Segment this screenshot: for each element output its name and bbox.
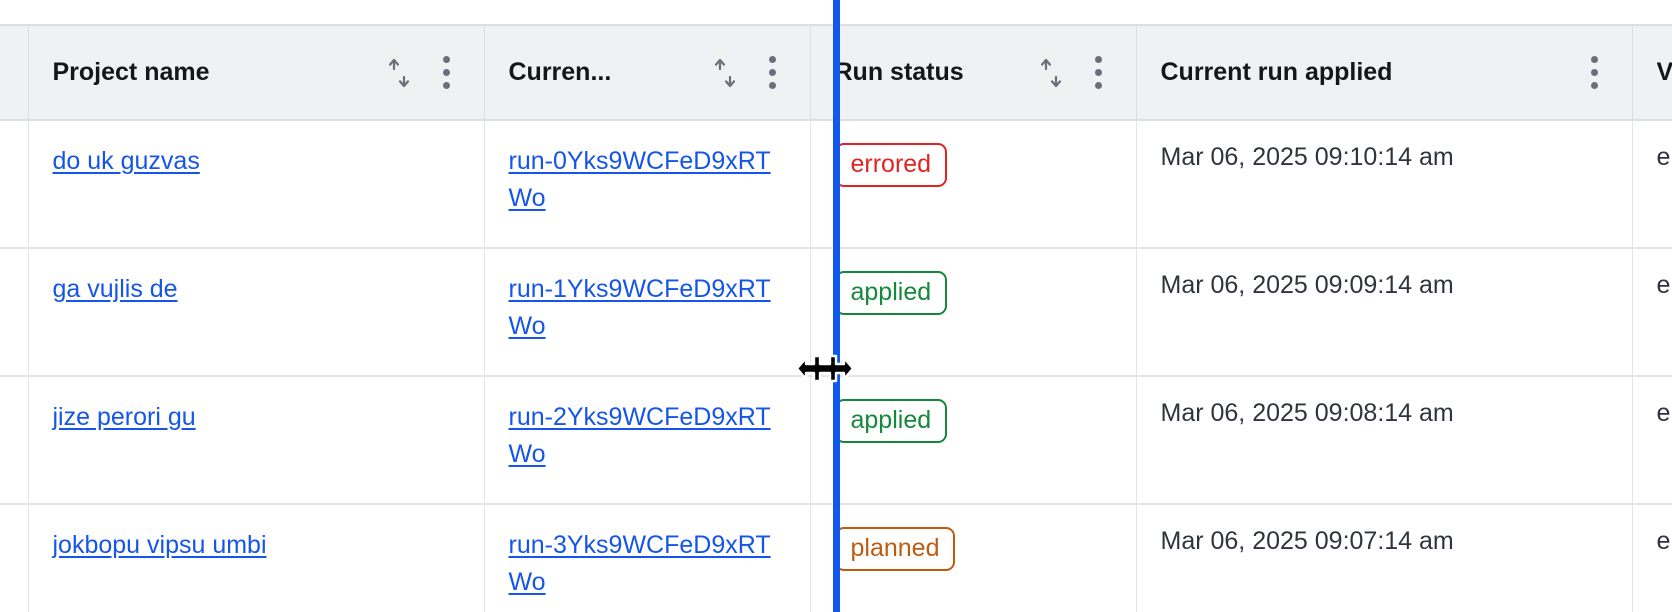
cell-project-name: jokbopu vipsu umbi [28,504,485,612]
row-select-cell [0,248,29,377]
vcs-text: e [1656,399,1671,427]
column-header-vcs-label: V [1656,58,1672,86]
project-name-link[interactable]: do uk guzvas [52,147,200,175]
column-header-run-status-label: Run status [834,58,964,86]
current-run-applied-text: Mar 06, 2025 09:10:14 am [1160,143,1454,171]
cell-run-status: applied [810,248,1137,377]
project-name-link[interactable]: ga vujlis de [52,275,178,303]
projects-table: Project name [0,24,1672,612]
column-header-project-name-tools [386,56,460,90]
column-header-run-status-tools [1038,56,1112,90]
current-run-link[interactable]: run-0Yks9WCFeD9xRTWo [508,147,771,212]
table-body: do uk guzvas run-0Yks9WCFeD9xRTWo errore… [0,120,1672,612]
row-select-cell [0,376,29,505]
column-header-current-run-label: Curren... [508,58,612,86]
sort-icon[interactable] [712,56,738,90]
current-run-applied-text: Mar 06, 2025 09:08:14 am [1160,399,1454,427]
column-header-current-run-applied-label: Current run applied [1160,58,1393,86]
vcs-text: e [1656,143,1671,171]
status-badge: planned [834,527,956,571]
table-row[interactable]: ga vujlis de run-1Yks9WCFeD9xRTWo applie… [0,248,1672,377]
cell-run-status: planned [810,504,1137,612]
cell-current-run: run-1Yks9WCFeD9xRTWo [484,248,811,377]
cell-project-name: ga vujlis de [28,248,485,377]
project-name-link[interactable]: jokbopu vipsu umbi [52,531,267,559]
column-header-vcs[interactable]: V [1632,24,1672,121]
column-header-current-run-applied-tools [1582,56,1608,90]
row-select-cell [0,120,29,249]
current-run-link[interactable]: run-2Yks9WCFeD9xRTWo [508,403,771,468]
current-run-applied-text: Mar 06, 2025 09:07:14 am [1160,527,1454,555]
column-header-project-name-label: Project name [52,58,210,86]
data-table-container: Project name [0,24,1672,612]
cell-current-run-applied: Mar 06, 2025 09:07:14 am [1136,504,1633,612]
status-badge: errored [834,143,948,187]
status-badge: applied [834,399,948,443]
cell-project-name: jize perori gu [28,376,485,505]
cell-current-run-applied: Mar 06, 2025 09:10:14 am [1136,120,1633,249]
column-header-current-run-tools [712,56,786,90]
column-header-current-run[interactable]: Curren... [484,24,811,121]
current-run-applied-text: Mar 06, 2025 09:09:14 am [1160,271,1454,299]
table-row[interactable]: jokbopu vipsu umbi run-3Yks9WCFeD9xRTWo … [0,504,1672,612]
table-row[interactable]: jize perori gu run-2Yks9WCFeD9xRTWo appl… [0,376,1672,505]
cell-current-run-applied: Mar 06, 2025 09:09:14 am [1136,248,1633,377]
current-run-link[interactable]: run-3Yks9WCFeD9xRTWo [508,531,771,596]
sort-icon[interactable] [1038,56,1064,90]
row-select-cell [0,504,29,612]
column-header-select [0,24,29,121]
column-header-current-run-applied[interactable]: Current run applied [1136,24,1633,121]
kebab-menu-icon[interactable] [434,56,460,90]
cell-current-run-applied: Mar 06, 2025 09:08:14 am [1136,376,1633,505]
project-name-link[interactable]: jize perori gu [52,403,196,431]
table-row[interactable]: do uk guzvas run-0Yks9WCFeD9xRTWo errore… [0,120,1672,249]
cell-run-status: applied [810,376,1137,505]
status-badge: applied [834,271,948,315]
kebab-menu-icon[interactable] [760,56,786,90]
cell-current-run: run-0Yks9WCFeD9xRTWo [484,120,811,249]
vcs-text: e [1656,271,1671,299]
cell-vcs: e [1632,248,1672,377]
cell-vcs: e [1632,376,1672,505]
cell-vcs: e [1632,120,1672,249]
kebab-menu-icon[interactable] [1582,56,1608,90]
cell-run-status: errored [810,120,1137,249]
current-run-link[interactable]: run-1Yks9WCFeD9xRTWo [508,275,771,340]
table-header: Project name [0,24,1672,121]
kebab-menu-icon[interactable] [1086,56,1112,90]
cell-project-name: do uk guzvas [28,120,485,249]
vcs-text: e [1656,527,1671,555]
sort-icon[interactable] [386,56,412,90]
cell-current-run: run-3Yks9WCFeD9xRTWo [484,504,811,612]
cell-vcs: e [1632,504,1672,612]
column-header-run-status[interactable]: Run status [810,24,1137,121]
table-header-row: Project name [0,24,1672,121]
cell-current-run: run-2Yks9WCFeD9xRTWo [484,376,811,505]
column-header-project-name[interactable]: Project name [28,24,485,121]
